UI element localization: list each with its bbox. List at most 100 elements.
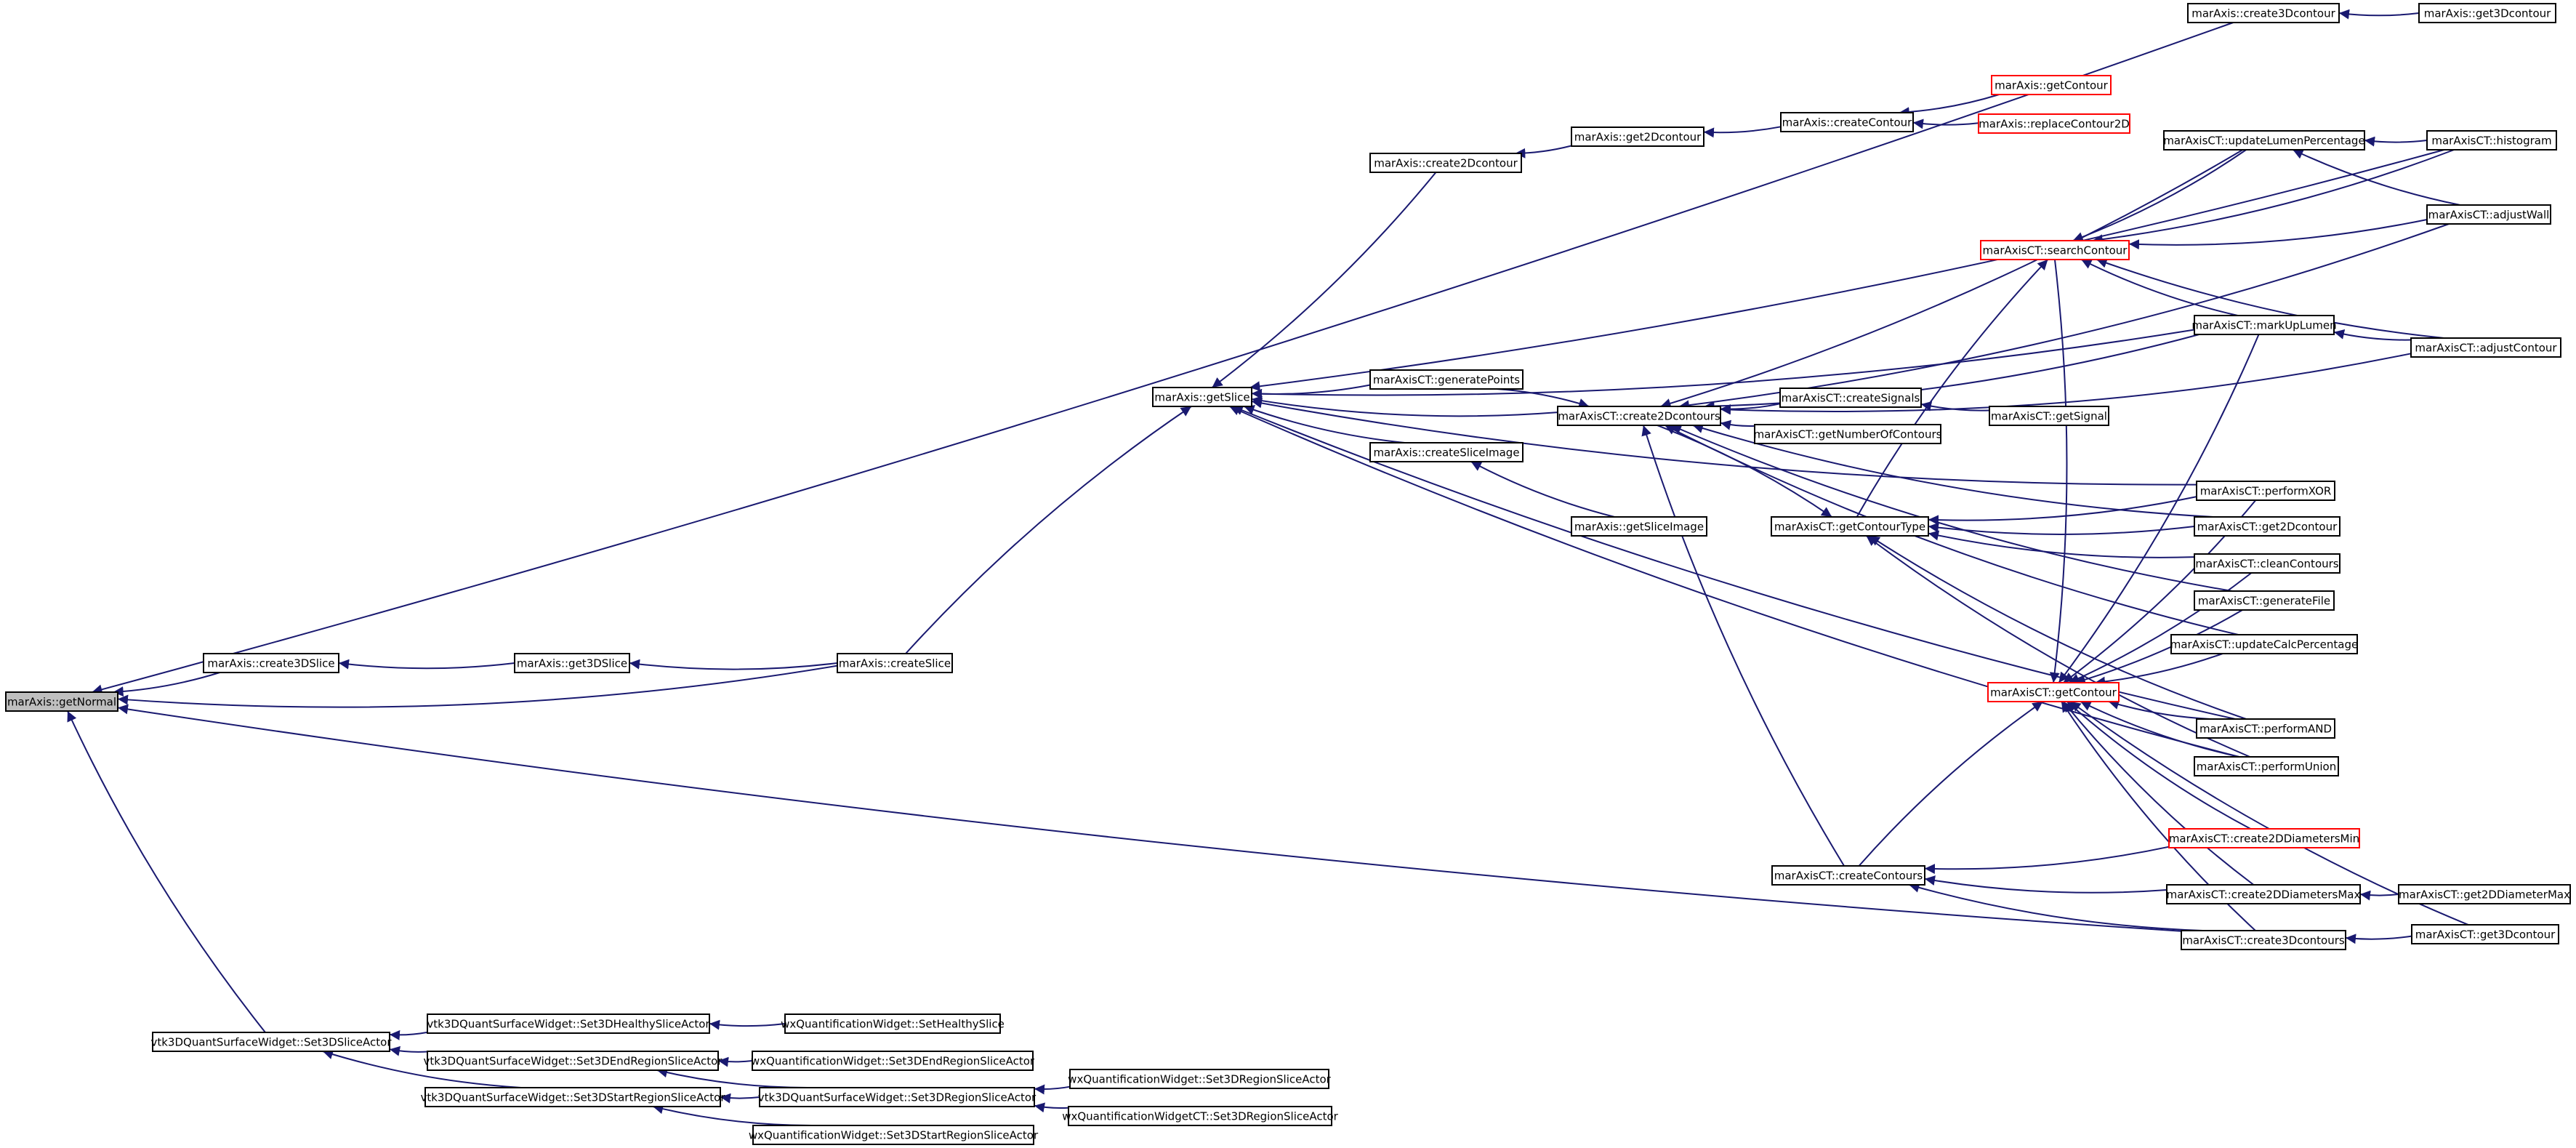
edge-create2DDiametersMin-to-ct_getContour	[2066, 701, 2251, 830]
node-label: marAxisCT::getContour	[1990, 686, 2117, 699]
node-box	[2418, 3, 2556, 23]
edge-createContours-to-create2Dcontours	[1641, 425, 1845, 867]
node-markUpLumen[interactable]: marAxisCT::markUpLumen	[2191, 315, 2337, 335]
node-label: wxQuantificationWidget::Set3DEndRegionSl…	[751, 1055, 1035, 1068]
node-label: marAxisCT::adjustContour	[2415, 342, 2557, 355]
node-box	[1069, 1069, 1329, 1089]
edge-create2DDiametersMax-to-createContours	[1924, 875, 2168, 894]
node-generatePoints[interactable]: marAxisCT::generatePoints	[1369, 369, 1524, 390]
edge-performUnion-to-ct_getContour	[2080, 701, 2239, 758]
node-create2DDiametersMax[interactable]: marAxisCT::create2DDiametersMax	[2166, 884, 2361, 904]
edge-wxct_set3DRegionSliceActor-to-set3DRegionSliceActor	[1034, 1102, 1069, 1113]
node-box	[759, 1087, 1035, 1107]
node-updateCalcPercentage[interactable]: marAxisCT::updateCalcPercentage	[2170, 634, 2359, 654]
node-box	[1369, 442, 1524, 462]
node-box	[2170, 634, 2358, 654]
node-box	[752, 1125, 1034, 1145]
node-box	[1369, 369, 1524, 390]
edge-create2Dcontour-to-getSlice	[1211, 172, 1437, 388]
edge-performUnion-to-getContourType	[1865, 535, 2250, 758]
node-create3DSlice[interactable]: marAxis::create3DSlice	[203, 653, 339, 673]
node-create2Dcontour[interactable]: marAxis::create2Dcontour	[1369, 153, 1522, 173]
node-set3DEndRegionSliceActor[interactable]: vtk3DQuantSurfaceWidget::Set3DEndRegionS…	[424, 1051, 723, 1071]
edge-markUpLumen-to-ct_getContour	[2058, 334, 2260, 683]
node-wx_set3DStartRegionSliceActor[interactable]: wxQuantificationWidget::Set3DStartRegion…	[749, 1125, 1039, 1145]
edge-performXOR-to-getContourType	[1928, 496, 2197, 526]
node-create2Dcontours[interactable]: marAxisCT::create2Dcontours	[1557, 406, 1721, 426]
node-wxct_set3DRegionSliceActor[interactable]: wxQuantificationWidgetCT::Set3DRegionSli…	[1062, 1106, 1339, 1126]
node-set3DHealthySliceActor[interactable]: vtk3DQuantSurfaceWidget::Set3DHealthySli…	[427, 1013, 710, 1034]
edge-markUpLumen-to-searchContour	[2080, 259, 2238, 316]
node-createSlice[interactable]: marAxis::createSlice	[837, 653, 953, 673]
node-performUnion[interactable]: marAxisCT::performUnion	[2194, 756, 2339, 776]
node-box	[2196, 481, 2335, 501]
node-label: marAxis::get2Dcontour	[1574, 131, 1702, 144]
edge-cleanContours-to-getContourType	[1928, 530, 2195, 558]
node-createContours[interactable]: marAxisCT::createContours	[1771, 865, 1925, 886]
node-create2DDiametersMin[interactable]: marAxisCT::create2DDiametersMin	[2168, 828, 2360, 848]
node-histogram[interactable]: marAxisCT::histogram	[2426, 130, 2557, 150]
node-getSliceImage[interactable]: marAxis::getSliceImage	[1571, 516, 1707, 537]
node-adjustContour[interactable]: marAxisCT::adjustContour	[2410, 337, 2561, 358]
edge-set3DHealthySliceActor-to-set3DSliceActor	[389, 1029, 428, 1040]
node-ct_get2Dcontour[interactable]: marAxisCT::get2Dcontour	[2194, 516, 2340, 537]
node-set3DRegionSliceActor[interactable]: vtk3DQuantSurfaceWidget::Set3DRegionSlic…	[758, 1087, 1037, 1107]
node-updateLumenPercentage[interactable]: marAxisCT::updateLumenPercentage	[2163, 130, 2365, 150]
edge-create2DDiametersMax-to-ct_getContour	[2062, 701, 2255, 886]
node-createSliceImage[interactable]: marAxis::createSliceImage	[1369, 442, 1524, 462]
node-box	[2194, 590, 2335, 611]
node-set3DStartRegionSliceActor[interactable]: vtk3DQuantSurfaceWidget::Set3DStartRegio…	[420, 1087, 725, 1107]
node-create3Dcontours[interactable]: marAxisCT::create3Dcontours	[2181, 930, 2346, 950]
node-setHealthySlice[interactable]: wxQuantificationWidget::SetHealthySlice	[781, 1013, 1005, 1034]
node-box	[1989, 406, 2109, 426]
edge-ct_get2Dcontour-to-getContourType	[1928, 522, 2195, 535]
node-wx_set3DRegionSliceActor[interactable]: wxQuantificationWidget::Set3DRegionSlice…	[1068, 1069, 1332, 1089]
node-box	[2166, 884, 2361, 904]
node-box	[1987, 682, 2120, 702]
node-label: wxQuantificationWidget::SetHealthySlice	[781, 1018, 1005, 1031]
node-getSignal[interactable]: marAxisCT::getSignal	[1989, 406, 2109, 426]
node-replaceContour2D[interactable]: marAxis::replaceContour2D	[1978, 113, 2130, 134]
node-label: marAxis::create3DSlice	[207, 657, 334, 670]
edge-set3DSliceActor-to-getNormal	[67, 710, 266, 1033]
node-label: marAxis::create2Dcontour	[1374, 157, 1518, 170]
edge-getContour-to-createContour	[1899, 94, 2000, 118]
node-box	[1991, 75, 2112, 95]
node-box	[2398, 884, 2571, 904]
node-set3DSliceActor[interactable]: vtk3DQuantSurfaceWidget::Set3DSliceActor	[150, 1032, 392, 1052]
node-label: wxQuantificationWidget::Set3DRegionSlice…	[1068, 1073, 1331, 1086]
node-get3Dcontour[interactable]: marAxis::get3Dcontour	[2418, 3, 2556, 23]
node-get2Dcontour[interactable]: marAxis::get2Dcontour	[1571, 127, 1704, 147]
node-label: marAxisCT::performAND	[2199, 723, 2332, 736]
edge-get2Dcontour-to-create2Dcontour	[1515, 145, 1572, 158]
node-cleanContours[interactable]: marAxisCT::cleanContours	[2194, 553, 2340, 574]
edge-createSlice-to-getNormal	[117, 665, 838, 708]
node-generateFile[interactable]: marAxisCT::generateFile	[2194, 590, 2335, 611]
edge-set3DEndRegionSliceActor-to-set3DSliceActor	[389, 1045, 428, 1056]
edge-markUpLumen-to-getSlice	[1251, 329, 2195, 399]
node-box	[2410, 337, 2561, 358]
node-ct_getContour[interactable]: marAxisCT::getContour	[1987, 682, 2120, 702]
node-box	[1068, 1106, 1332, 1126]
node-label: marAxis::getContour	[1995, 79, 2109, 92]
node-wx_set3DEndRegionSliceActor[interactable]: wxQuantificationWidget::Set3DEndRegionSl…	[751, 1051, 1035, 1071]
node-performAND[interactable]: marAxisCT::performAND	[2196, 718, 2335, 739]
node-performXOR[interactable]: marAxisCT::performXOR	[2196, 481, 2335, 501]
node-getContour[interactable]: marAxis::getContour	[1991, 75, 2112, 95]
node-searchContour[interactable]: marAxisCT::searchContour	[1980, 240, 2130, 260]
node-get3DSlice[interactable]: marAxis::get3DSlice	[514, 653, 630, 673]
edge-markUpLumen-to-create2Dcontours	[1704, 334, 2199, 412]
node-createContour[interactable]: marAxis::createContour	[1780, 112, 1914, 132]
node-getSlice[interactable]: marAxis::getSlice	[1152, 387, 1252, 407]
node-getNumberOfContours[interactable]: marAxisCT::getNumberOfContours	[1754, 424, 1942, 444]
edge-create3Dcontour-to-getNormal	[92, 22, 2234, 695]
node-get2DDiameterMax[interactable]: marAxisCT::get2DDiameterMax	[2398, 884, 2571, 904]
node-createSignals[interactable]: marAxisCT::createSignals	[1779, 388, 1922, 408]
node-getNormal[interactable]: marAxis::getNormal	[5, 691, 118, 712]
node-ct_get3Dcontour[interactable]: marAxisCT::get3Dcontour	[2411, 924, 2559, 944]
edge-ct_get2Dcontour-to-create2Dcontours	[1692, 423, 2214, 518]
node-adjustWall[interactable]: marAxisCT::adjustWall	[2426, 204, 2551, 225]
node-create3Dcontour[interactable]: marAxis::create3Dcontour	[2187, 3, 2340, 23]
node-getContourType[interactable]: marAxisCT::getContourType	[1771, 516, 1929, 537]
